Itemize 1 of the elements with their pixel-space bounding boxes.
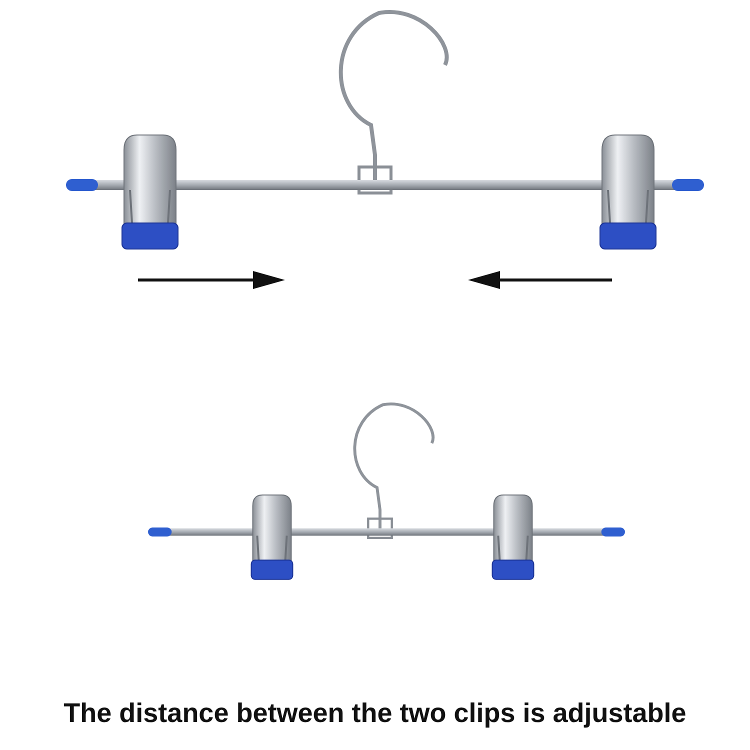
caption: The distance between the two clips is adjustable — [62, 698, 688, 729]
